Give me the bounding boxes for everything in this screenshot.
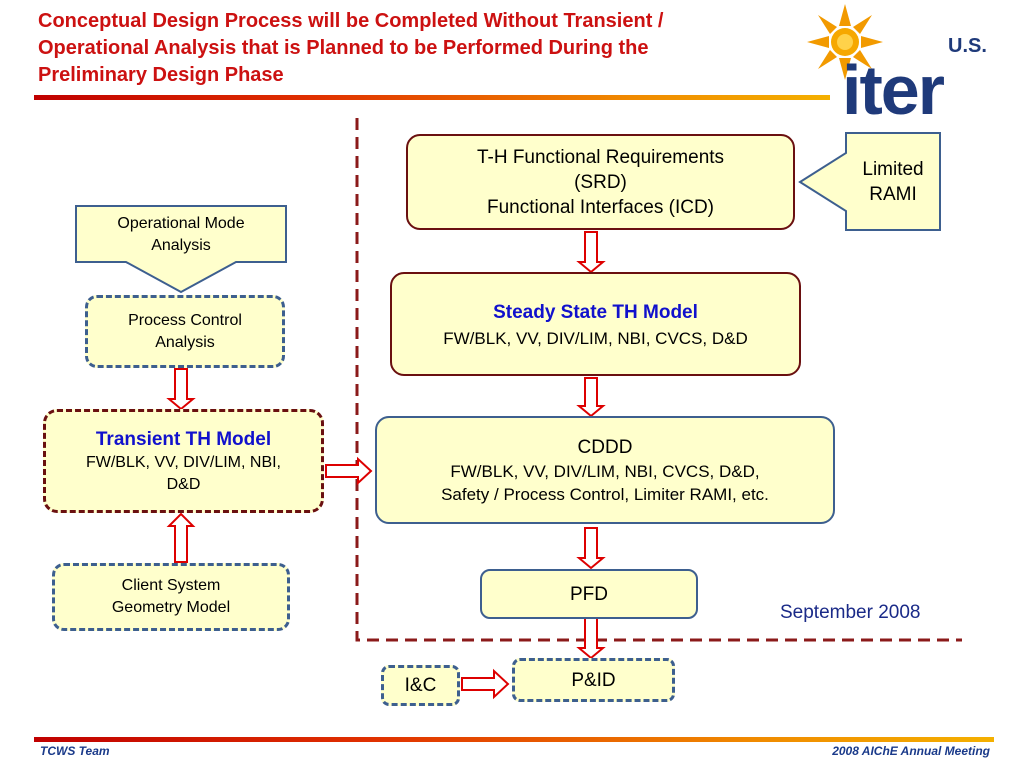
footer-right: 2008 AIChE Annual Meeting: [832, 744, 990, 758]
op-mode-line1: Operational Mode: [117, 215, 245, 232]
steady-title: Steady State TH Model: [493, 301, 698, 323]
process-control-analysis-box: Process Control Analysis: [85, 295, 285, 368]
th-req-line1: T-H Functional Requirements: [476, 146, 725, 168]
process-control-line1: Process Control: [128, 311, 242, 329]
steady-state-th-model-box: Steady State TH Model FW/BLK, VV, DIV/LI…: [390, 272, 801, 376]
rami-line2: RAMI: [869, 184, 917, 205]
cddd-line1: CDDD: [577, 436, 633, 458]
us-iter-logo: U.S. iter: [807, 4, 987, 122]
logo-main-text: iter: [842, 51, 945, 122]
th-req-line3: Functional Interfaces (ICD): [486, 196, 715, 218]
pid-label: P&ID: [571, 669, 616, 691]
arrow-process-to-transient: [166, 368, 196, 411]
arrow-ic-to-pid: [461, 668, 510, 700]
cddd-box: CDDD FW/BLK, VV, DIV/LIM, NBI, CVCS, D&D…: [375, 416, 835, 524]
title-line-3: Preliminary Design Phase: [38, 64, 284, 86]
transient-sub1: FW/BLK, VV, DIV/LIM, NBI,: [85, 453, 281, 471]
client-line1: Client System: [121, 577, 221, 594]
slide-title: Conceptual Design Process will be Comple…: [38, 8, 798, 89]
ic-label: I&C: [404, 675, 437, 696]
cddd-line3: Safety / Process Control, Limiter RAMI, …: [441, 484, 769, 504]
arrow-steady-to-cddd: [576, 377, 606, 418]
logo-small-text: U.S.: [948, 35, 987, 57]
th-req-line2: (SRD): [574, 171, 627, 193]
title-divider: [34, 95, 830, 100]
th-functional-requirements-box: T-H Functional Requirements (SRD) Functi…: [406, 134, 795, 230]
date-label: September 2008: [780, 602, 921, 623]
title-line-2: Operational Analysis that is Planned to …: [38, 37, 649, 59]
arrow-pfd-to-pid: [576, 617, 606, 660]
op-mode-block-arrow: [75, 205, 287, 294]
pfd-label: PFD: [570, 583, 608, 605]
operational-mode-analysis-box: Operational Mode Analysis: [80, 210, 282, 260]
limited-rami-box: Limited RAMI: [848, 140, 938, 224]
sun-icon: [807, 4, 883, 80]
transient-sub2: D&D: [166, 475, 201, 493]
transient-th-model-box: Transient TH Model FW/BLK, VV, DIV/LIM, …: [43, 409, 324, 513]
phase-divider-line: [355, 118, 962, 642]
client-line2: Geometry Model: [111, 599, 231, 616]
rami-block-arrow: [798, 132, 941, 231]
footer-divider: [34, 737, 994, 742]
pfd-box: PFD: [480, 569, 698, 619]
arrow-client-to-transient: [166, 512, 196, 563]
footer-left: TCWS Team: [40, 744, 110, 758]
arrow-cddd-to-pfd: [576, 527, 606, 570]
title-line-1: Conceptual Design Process will be Comple…: [38, 10, 664, 32]
cddd-line2: FW/BLK, VV, DIV/LIM, NBI, CVCS, D&D,: [450, 461, 760, 481]
process-control-line2: Analysis: [155, 333, 215, 351]
ic-box: I&C: [381, 665, 460, 706]
steady-sub: FW/BLK, VV, DIV/LIM, NBI, CVCS, D&D: [443, 328, 748, 348]
rami-line1: Limited: [862, 159, 924, 180]
transient-title: Transient TH Model: [95, 428, 272, 450]
arrow-req-to-steady: [576, 231, 606, 274]
arrow-transient-to-cddd: [325, 456, 373, 486]
pid-box: P&ID: [512, 658, 675, 702]
op-mode-line2: Analysis: [151, 237, 211, 254]
client-system-geometry-box: Client System Geometry Model: [52, 563, 290, 631]
